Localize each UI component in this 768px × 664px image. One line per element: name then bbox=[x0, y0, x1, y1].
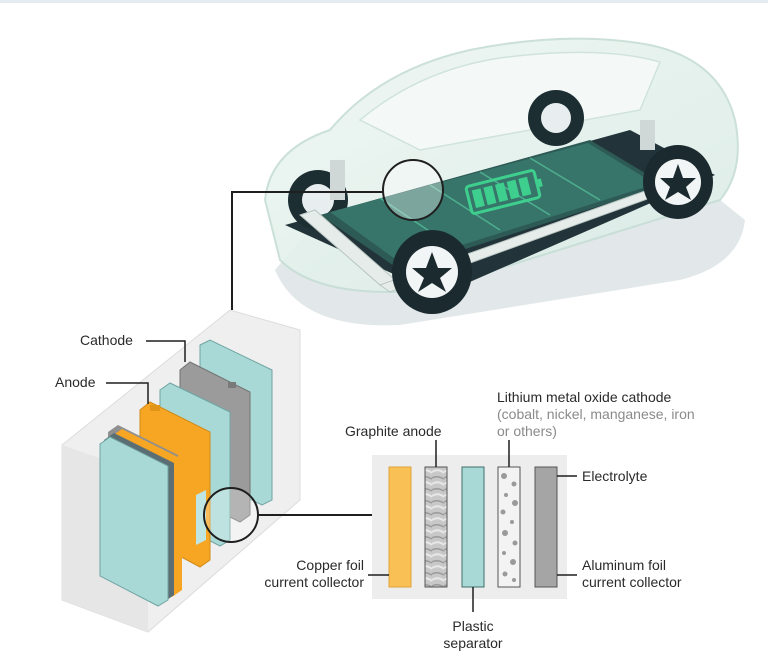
rear-wheel-right bbox=[528, 90, 584, 146]
electrolyte-label: Electrolyte bbox=[582, 468, 648, 484]
magnifier-circle-cell bbox=[203, 487, 259, 543]
magnifier-circle-car bbox=[382, 159, 444, 221]
cathode-leader bbox=[146, 340, 186, 362]
front-wheel-right bbox=[643, 145, 713, 219]
copper-foil-label-2: current collector bbox=[264, 574, 364, 590]
copper-foil-layer bbox=[388, 466, 412, 588]
lithium-cathode-title: Lithium metal oxide cathode bbox=[497, 389, 672, 405]
electric-car-illustration bbox=[263, 37, 745, 326]
battery-icon bbox=[464, 169, 543, 215]
lithium-cathode-subtitle-2: or others) bbox=[497, 423, 557, 439]
front-wheel-left bbox=[392, 230, 472, 314]
plastic-separator-label-2: separator bbox=[443, 635, 503, 651]
graphite-anode-label: Graphite anode bbox=[345, 423, 442, 439]
aluminum-foil-layer bbox=[534, 466, 558, 588]
connector-line-car bbox=[231, 191, 383, 310]
aluminum-foil-label-1: Aluminum foil bbox=[582, 557, 667, 573]
anode-label: Anode bbox=[55, 374, 96, 390]
top-border bbox=[0, 0, 768, 3]
aluminum-foil-label-2: current collector bbox=[582, 574, 682, 590]
lithium-cathode-subtitle-1: (cobalt, nickel, manganese, iron bbox=[497, 406, 695, 422]
graphite-anode-layer bbox=[424, 466, 448, 588]
anode-leader bbox=[106, 382, 149, 404]
cell-layer-detail bbox=[372, 455, 567, 599]
battery-cell-stack bbox=[61, 309, 301, 633]
cathode-label: Cathode bbox=[80, 332, 133, 348]
copper-foil-label-1: Copper foil bbox=[296, 557, 364, 573]
lithium-cathode-layer bbox=[497, 466, 521, 588]
plastic-separator-layer bbox=[461, 466, 485, 588]
plastic-separator-label-1: Plastic bbox=[452, 618, 494, 634]
